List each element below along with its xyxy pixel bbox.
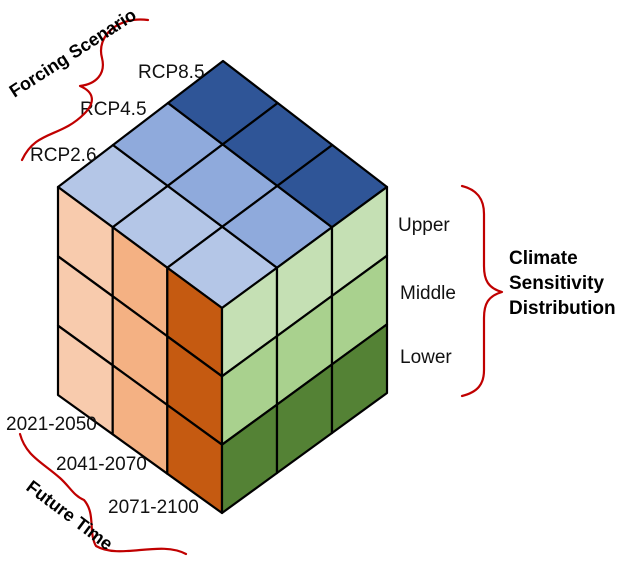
forcing-brace	[20, 18, 150, 162]
forcing-label-rcp26: RCP2.6	[30, 145, 97, 166]
forcing-label-rcp85: RCP8.5	[138, 62, 205, 83]
sensitivity-title-line-3: Distribution	[509, 298, 616, 319]
time-brace	[18, 432, 188, 556]
cube-right-face	[220, 185, 389, 515]
sensitivity-label-middle: Middle	[400, 283, 456, 304]
forcing-axis-title: Forcing Scenario	[6, 5, 140, 102]
sensitivity-title-line-1: Climate	[509, 248, 578, 269]
sensitivity-label-lower: Lower	[400, 347, 452, 368]
time-label-2021-2050: 2021-2050	[6, 414, 97, 435]
sensitivity-label-upper: Upper	[398, 215, 450, 236]
forcing-label-rcp45: RCP4.5	[80, 99, 147, 120]
right-cell-2-2	[330, 323, 389, 435]
cube	[56, 59, 389, 515]
time-label-2041-2070: 2041-2070	[56, 454, 147, 475]
sensitivity-brace	[460, 184, 504, 398]
cube-left-face	[56, 185, 224, 515]
sensitivity-title-line-2: Sensitivity	[509, 273, 604, 294]
time-label-2071-2100: 2071-2100	[108, 497, 199, 518]
